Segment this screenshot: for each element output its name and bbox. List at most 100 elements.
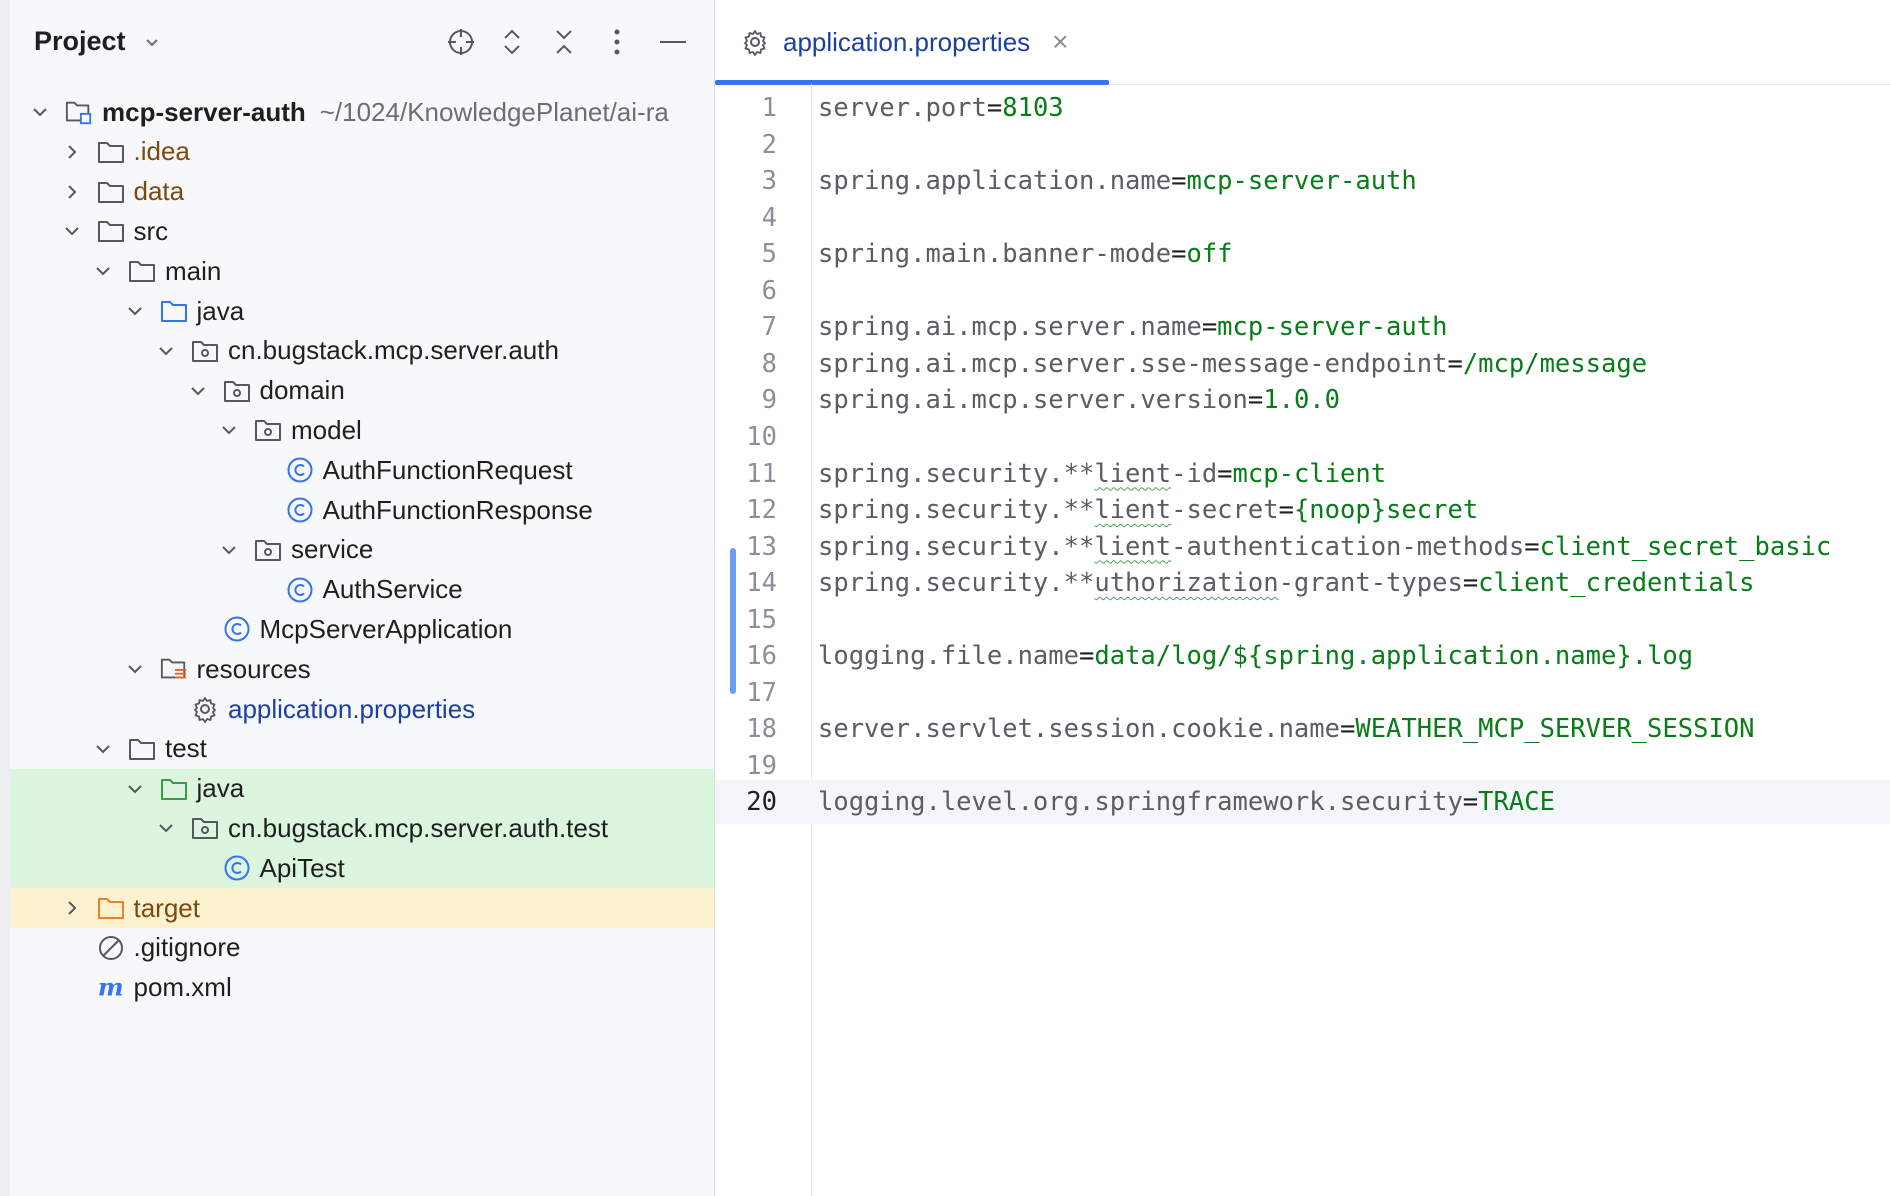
property-value: data/log/${spring.application.name}.log <box>1094 641 1694 672</box>
chevron-down-icon[interactable] <box>156 341 176 361</box>
equals-sign: = <box>1171 166 1187 197</box>
tree-item-application-properties[interactable]: application.properties <box>10 689 714 729</box>
equals-sign: = <box>1278 495 1294 526</box>
project-view-selector[interactable]: Project <box>34 26 161 58</box>
tree-item-cn-bugstack-mcp-server-auth-test[interactable]: cn.bugstack.mcp.server.auth.test <box>10 808 714 849</box>
equals-sign: = <box>986 93 1003 123</box>
tree-item-label: pom.xml <box>133 972 232 1003</box>
chevron-down-icon[interactable] <box>125 659 145 679</box>
code-line[interactable]: 19 <box>715 744 1890 788</box>
tree-item-label: AuthFunctionRequest <box>322 454 573 485</box>
line-number: 3 <box>761 166 777 197</box>
equals-sign: = <box>1447 348 1463 379</box>
tree-item-main[interactable]: main <box>10 251 714 291</box>
code-line[interactable]: 2 <box>715 123 1890 167</box>
code-line[interactable]: 6 <box>715 269 1890 313</box>
package-icon <box>254 536 282 564</box>
code-line[interactable]: 15 <box>715 598 1890 642</box>
tree-item-label: .idea <box>133 136 190 167</box>
tree-item-authservice[interactable]: AuthService <box>10 570 714 610</box>
close-icon[interactable]: × <box>1052 26 1069 57</box>
tree-item-java[interactable]: java <box>10 291 714 331</box>
chevron-down-icon[interactable] <box>125 301 145 321</box>
tree-item-mcpserverapplication[interactable]: McpServerApplication <box>10 609 714 649</box>
property-key: spring.security.** <box>818 495 1095 526</box>
minimize-icon[interactable] <box>655 24 691 60</box>
chevron-down-icon[interactable] <box>188 381 208 401</box>
tree-item-test[interactable]: test <box>10 729 714 769</box>
tree-item-src[interactable]: src <box>10 211 714 251</box>
code-line[interactable]: 4 <box>715 196 1890 240</box>
equals-sign: = <box>1171 239 1187 270</box>
tree-item-authfunctionrequest[interactable]: AuthFunctionRequest <box>10 450 714 490</box>
tree-item-label: mcp-server-auth <box>102 96 306 127</box>
maven-icon: m <box>97 974 125 1002</box>
code-line[interactable]: 17 <box>715 671 1890 715</box>
tree-item-idea[interactable]: .idea <box>10 132 714 172</box>
tree-item-label: model <box>291 414 362 445</box>
select-opened-file-icon[interactable] <box>443 24 479 60</box>
chevron-down-icon[interactable] <box>62 221 82 241</box>
tab-application-properties[interactable]: application.properties × <box>715 0 1109 85</box>
svg-text:m: m <box>97 974 123 1001</box>
chevron-down-icon[interactable] <box>156 818 176 838</box>
project-path: ~/1024/KnowledgePlanet/ai-ra <box>319 96 669 127</box>
tree-item-java[interactable]: java <box>10 768 714 809</box>
tree-item-pom-xml[interactable]: m pom.xml <box>10 968 714 1008</box>
property-value: mcp-server-auth <box>1186 166 1417 197</box>
tree-item-authfunctionresponse[interactable]: AuthFunctionResponse <box>10 490 714 530</box>
property-key: spring.security.** <box>818 458 1095 489</box>
tree-item-apitest[interactable]: ApiTest <box>10 848 714 889</box>
tree-item-resources[interactable]: resources <box>10 649 714 689</box>
tree-item-cn-bugstack-mcp-server-auth[interactable]: cn.bugstack.mcp.server.auth <box>10 331 714 371</box>
more-vertical-icon[interactable] <box>599 24 635 60</box>
line-text: spring.security.**lient-secret={noop}sec… <box>818 488 1478 532</box>
folder-icon <box>128 735 156 763</box>
chevron-down-icon[interactable] <box>93 739 113 759</box>
tree-item-data[interactable]: data <box>10 172 714 212</box>
chevron-down-icon[interactable] <box>219 540 239 560</box>
code-line[interactable]: 10 <box>715 415 1890 459</box>
tree-item-gitignore[interactable]: .gitignore <box>10 928 714 968</box>
class-icon <box>286 576 314 604</box>
tree-item-domain[interactable]: domain <box>10 371 714 411</box>
property-value: 8103 <box>1002 93 1064 123</box>
vcs-change-marker[interactable] <box>730 548 736 694</box>
equals-sign: = <box>1462 787 1479 818</box>
chevron-down-icon[interactable] <box>93 261 113 281</box>
property-value: 1.0.0 <box>1263 385 1340 416</box>
property-value: client_secret_basic <box>1539 531 1832 562</box>
expand-collapse-icon[interactable] <box>494 24 530 60</box>
collapse-all-icon[interactable] <box>546 24 582 60</box>
property-value: mcp-client <box>1232 458 1387 489</box>
package-icon <box>191 337 219 365</box>
tree-item-label: AuthFunctionResponse <box>322 494 593 525</box>
chevron-down-icon[interactable] <box>219 420 239 440</box>
line-text: logging.file.name=data/log/${spring.appl… <box>818 634 1693 678</box>
tree-item-service[interactable]: service <box>10 530 714 570</box>
chevron-right-icon[interactable] <box>62 182 82 202</box>
tree-item-mcp-server-auth[interactable]: mcp-server-auth ~/1024/KnowledgePlanet/ai… <box>10 92 714 132</box>
chevron-down-icon[interactable] <box>125 779 145 799</box>
chevron-right-icon[interactable] <box>62 142 82 162</box>
tree-item-target[interactable]: target <box>10 888 714 928</box>
chevron-down-icon[interactable] <box>30 102 50 122</box>
property-key: spring.ai.mcp.server.sse-message-endpoin… <box>818 348 1448 379</box>
chevron-right-icon[interactable] <box>62 898 82 918</box>
tree-item-model[interactable]: model <box>10 410 714 450</box>
property-value: client_credentials <box>1478 568 1755 599</box>
line-text: spring.ai.mcp.server.version=1.0.0 <box>818 378 1340 422</box>
